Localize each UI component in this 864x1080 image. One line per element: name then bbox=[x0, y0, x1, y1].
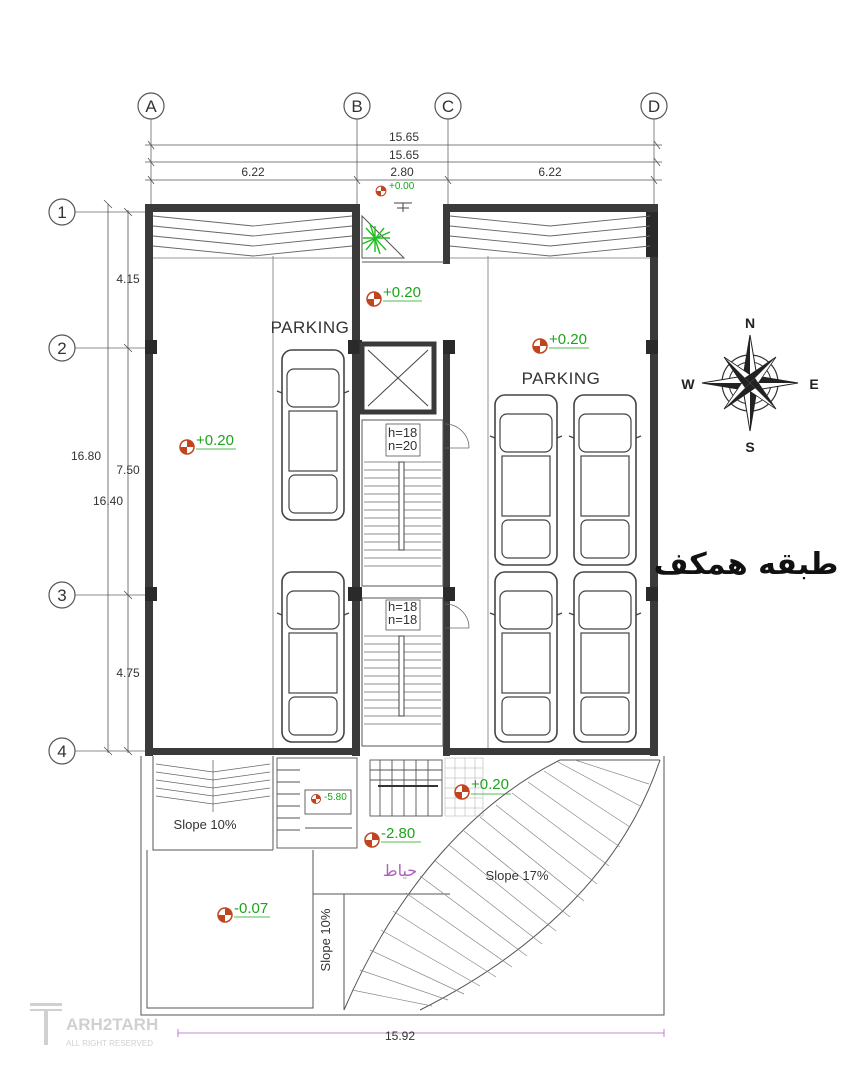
level-yard: -0.07 bbox=[217, 900, 270, 923]
level-basement-stair: -5.80 bbox=[310, 792, 347, 805]
top-ramp-right bbox=[449, 215, 651, 257]
top-dimensions bbox=[145, 140, 662, 185]
basement-stair bbox=[276, 757, 358, 849]
grid-label-1: 1 bbox=[57, 203, 66, 222]
dim-bay-ab: 6.22 bbox=[241, 165, 265, 179]
grid-label-2: 2 bbox=[57, 339, 66, 358]
level-lobby-text: +0.20 bbox=[383, 284, 421, 301]
level-ramp-top-text: +0.20 bbox=[471, 776, 509, 793]
yard-label-fa: حیاط bbox=[383, 861, 417, 880]
dim-bottom: 15.92 bbox=[385, 1029, 415, 1043]
slope-left-label: Slope 10% bbox=[174, 817, 237, 832]
watermark-logo: ARH2TARH ALL RIGHT RESERVED bbox=[30, 1003, 158, 1048]
stair1-height: h=18 bbox=[388, 425, 417, 440]
ramp-left-lower bbox=[155, 760, 271, 812]
yard-outline bbox=[140, 756, 665, 1016]
ramp-top-stair bbox=[369, 759, 443, 817]
compass-north: N bbox=[745, 315, 755, 331]
building-walls bbox=[145, 204, 658, 756]
dim-span-12: 4.15 bbox=[116, 272, 140, 286]
dim-bay-bc: 2.80 bbox=[390, 165, 414, 179]
dim-bay-cd: 6.22 bbox=[538, 165, 562, 179]
dim-overall-top-2: 15.65 bbox=[389, 148, 419, 162]
dim-span-34: 4.75 bbox=[116, 666, 140, 680]
level-entrance: +0.00 bbox=[375, 181, 415, 197]
plant-icon bbox=[361, 214, 406, 259]
car-icon bbox=[276, 349, 350, 521]
top-ramp-left bbox=[152, 215, 353, 257]
slope-vertical-label: Slope 10% bbox=[318, 908, 333, 971]
grid-label-4: 4 bbox=[57, 742, 66, 761]
watermark-brand: ARH2TARH bbox=[66, 1015, 158, 1034]
stair2-count: n=18 bbox=[388, 612, 417, 627]
level-right-parking: +0.20 bbox=[532, 331, 589, 354]
stair-upper bbox=[361, 419, 470, 587]
level-entrance-text: +0.00 bbox=[389, 181, 415, 192]
car-icon bbox=[568, 571, 642, 743]
level-left-parking: +0.20 bbox=[179, 432, 236, 455]
level-courtyard-text: -2.80 bbox=[381, 825, 415, 842]
grid-row-1: 1 bbox=[48, 198, 148, 226]
stair-lower bbox=[361, 597, 470, 747]
tile-grid bbox=[444, 757, 484, 817]
left-dimensions bbox=[103, 199, 133, 756]
dim-overall-left-1: 16.80 bbox=[71, 449, 101, 463]
grid-label-d: D bbox=[648, 97, 660, 116]
grid-axis-a: A bbox=[137, 92, 165, 205]
grid-label-c: C bbox=[442, 97, 454, 116]
car-icon bbox=[489, 394, 563, 566]
grid-row-3: 3 bbox=[48, 581, 148, 609]
grid-label-a: A bbox=[145, 97, 157, 116]
car-icon bbox=[489, 571, 563, 743]
level-courtyard: -2.80 bbox=[364, 825, 421, 848]
car-icon bbox=[568, 394, 642, 566]
floor-title-fa: طبقه همکف bbox=[654, 547, 839, 582]
level-right-parking-text: +0.20 bbox=[549, 331, 587, 348]
entrance-arrow-icon bbox=[394, 202, 412, 212]
level-left-parking-text: +0.20 bbox=[196, 432, 234, 449]
compass-south: S bbox=[745, 439, 754, 455]
grid-label-b: B bbox=[351, 97, 362, 116]
slope-ramp-label: Slope 17% bbox=[486, 868, 549, 883]
dim-overall-left-2: 16.40 bbox=[93, 494, 123, 508]
watermark-sub: ALL RIGHT RESERVED bbox=[66, 1039, 153, 1048]
compass-east: E bbox=[809, 376, 818, 392]
grid-axis-d: D bbox=[640, 92, 668, 205]
level-lobby: +0.20 bbox=[366, 284, 422, 307]
compass-icon bbox=[701, 334, 799, 432]
stair1-count: n=20 bbox=[388, 438, 417, 453]
bottom-dimension bbox=[177, 1029, 665, 1037]
stair2-height: h=18 bbox=[388, 599, 417, 614]
compass-west: W bbox=[681, 376, 695, 392]
grid-axis-b: B bbox=[343, 92, 371, 205]
dim-overall-top-1: 15.65 bbox=[389, 130, 419, 144]
grid-row-4: 4 bbox=[48, 737, 148, 765]
grid-row-2: 2 bbox=[48, 334, 148, 362]
grid-label-3: 3 bbox=[57, 586, 66, 605]
curved-ramp bbox=[343, 759, 661, 1011]
grid-axis-c: C bbox=[434, 92, 462, 205]
parking-label-left: PARKING bbox=[271, 318, 350, 337]
car-icon bbox=[276, 571, 350, 743]
level-basement-stair-text: -5.80 bbox=[324, 792, 347, 803]
dim-span-23: 7.50 bbox=[116, 463, 140, 477]
parking-label-right: PARKING bbox=[522, 369, 601, 388]
level-yard-text: -0.07 bbox=[234, 900, 268, 917]
